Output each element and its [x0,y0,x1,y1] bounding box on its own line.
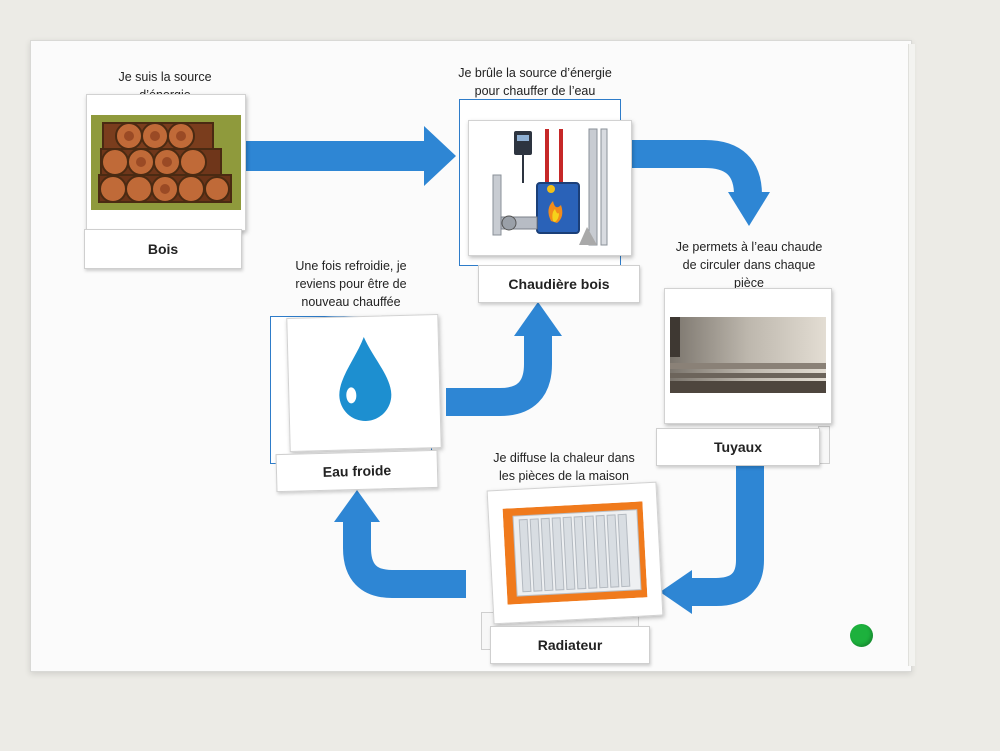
label-radiator[interactable]: Radiateur [490,626,650,664]
card-wood[interactable] [86,94,246,231]
card-boiler[interactable] [468,120,632,256]
wood-boiler-picture [492,128,608,246]
arrowhead-water [334,490,380,522]
water-drop-icon [339,336,392,421]
label-pipes[interactable]: Tuyaux [656,428,820,466]
arrowhead-pipes [728,192,770,226]
radiator-picture [502,501,648,605]
arrow-boiler-to-pipes [632,140,762,196]
arrowhead-radiator [660,570,692,614]
sheet-edge [908,44,915,666]
label-boiler[interactable]: Chaudière bois [478,265,640,303]
arrow-pipes-to-radiator [690,466,764,606]
label-water[interactable]: Eau froide [275,449,439,493]
green-sticker-dot [850,624,873,647]
card-radiator[interactable] [486,481,664,625]
arrow-water-to-boiler [446,334,552,416]
pipes-photo [670,317,826,393]
arrowhead-boiler [514,302,562,336]
card-water[interactable] [286,314,442,452]
logs-picture [91,115,241,210]
arrow-wood-to-boiler [246,126,456,186]
arrow-radiator-to-water [343,520,466,598]
label-wood[interactable]: Bois [84,229,242,269]
card-pipes[interactable] [664,288,832,424]
